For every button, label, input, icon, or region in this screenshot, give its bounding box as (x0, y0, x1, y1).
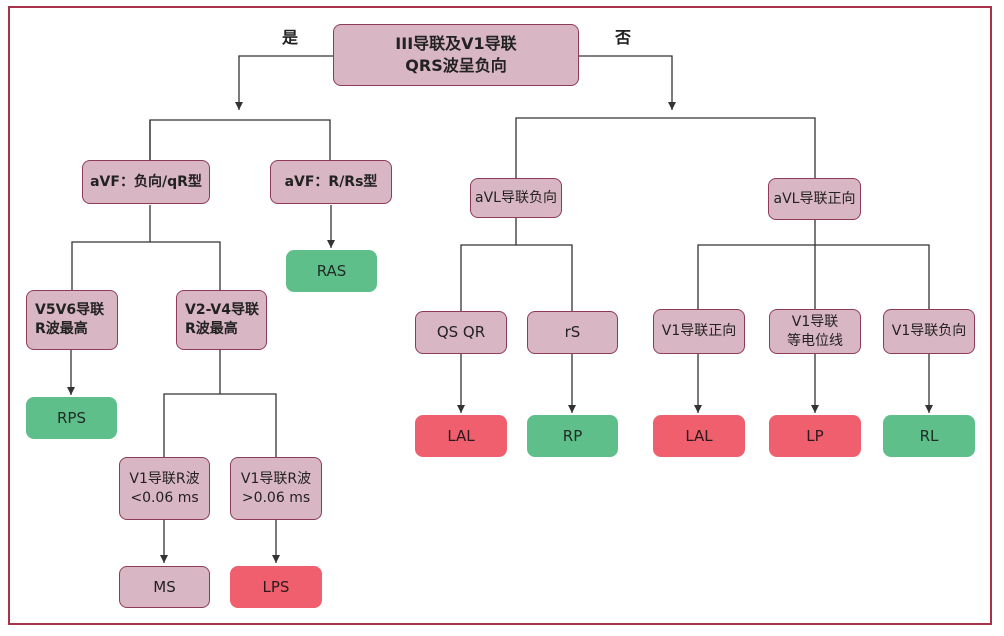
v2v4-line-2: R波最高 (185, 321, 238, 337)
result-ras-label: RAS (316, 261, 347, 280)
result-lal-1: LAL (415, 415, 507, 457)
avf-negative-label: aVF：负向/qR型 (90, 173, 202, 190)
result-lal-1-label: LAL (447, 426, 475, 445)
avl-negative-node: aVL导联负向 (470, 178, 562, 218)
v1-negative-label: V1导联负向 (891, 323, 967, 339)
v2v4-node: V2-V4导联 R波最高 (176, 290, 267, 350)
v1-negative-node: V1导联负向 (883, 309, 975, 354)
result-rps-label: RPS (57, 408, 86, 427)
result-ras: RAS (286, 250, 377, 292)
avl-positive-label: aVL导联正向 (773, 190, 856, 207)
qs-qr-node: QS QR (415, 311, 507, 354)
v1-r-gt-node: V1导联R波 >0.06 ms (230, 457, 322, 520)
v1-r-gt-line-2: >0.06 ms (241, 489, 311, 506)
v1-r-lt-line-2: <0.06 ms (130, 489, 199, 506)
branch-no-label: 否 (615, 28, 632, 47)
rs-label: rS (564, 323, 581, 341)
avf-negative-node: aVF：负向/qR型 (82, 160, 210, 204)
result-ms-label: MS (153, 577, 176, 596)
branch-yes-label: 是 (282, 28, 299, 47)
rs-node: rS (527, 311, 618, 354)
result-rp: RP (527, 415, 618, 457)
root-question: III导联及V1导联 QRS波呈负向 (333, 24, 579, 86)
v5v6-node: V5V6导联 R波最高 (26, 290, 118, 350)
result-rl: RL (883, 415, 975, 457)
result-rps: RPS (26, 397, 117, 439)
result-rl-label: RL (919, 426, 939, 445)
result-lp: LP (769, 415, 861, 457)
avf-positive-node: aVF：R/Rs型 (270, 160, 392, 204)
diagram-frame (8, 6, 992, 625)
avl-negative-label: aVL导联负向 (475, 189, 557, 206)
v1-isoelectric-line-1: V1导联 (791, 313, 839, 330)
v5v6-line-2: R波最高 (35, 321, 88, 337)
v1-isoelectric-line-2: 等电位线 (787, 332, 843, 349)
result-lps: LPS (230, 566, 322, 608)
root-line-1: III导联及V1导联 (395, 34, 517, 53)
v1-r-gt-line-1: V1导联R波 (240, 470, 312, 487)
v1-r-lt-line-1: V1导联R波 (129, 470, 200, 487)
result-ms: MS (119, 566, 210, 608)
v1-isoelectric-node: V1导联 等电位线 (769, 309, 861, 354)
v2v4-line-1: V2-V4导联 (185, 302, 259, 318)
qs-qr-label: QS QR (436, 323, 486, 341)
result-rp-label: RP (562, 426, 583, 445)
v1-positive-label: V1导联正向 (661, 323, 737, 339)
result-lps-label: LPS (262, 577, 290, 596)
root-line-2: QRS波呈负向 (405, 56, 507, 75)
v1-r-lt-node: V1导联R波 <0.06 ms (119, 457, 210, 520)
avf-positive-label: aVF：R/Rs型 (284, 173, 378, 190)
result-lal-2-label: LAL (685, 426, 713, 445)
v5v6-line-1: V5V6导联 (35, 302, 105, 318)
avl-positive-node: aVL导联正向 (768, 178, 861, 220)
result-lal-2: LAL (653, 415, 745, 457)
v1-positive-node: V1导联正向 (653, 309, 745, 354)
result-lp-label: LP (806, 426, 824, 445)
